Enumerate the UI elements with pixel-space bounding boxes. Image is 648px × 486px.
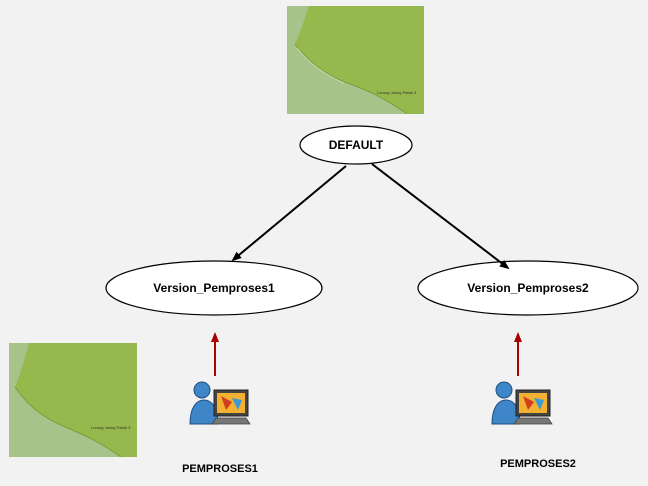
map-thumbnail-left: Lorong Jaring Patah 3 [9, 343, 137, 457]
user2-label: PEMPROSES2 [500, 458, 576, 470]
version1-node-ellipse [105, 260, 323, 316]
version1-node-label: Version_Pemproses1 [153, 281, 275, 295]
user1-label: PEMPROSES1 [182, 463, 258, 475]
user-at-computer-icon [490, 380, 554, 430]
default-node-label: DEFAULT [328, 138, 384, 152]
arrow-default-to-version2 [371, 163, 510, 270]
map-thumbnail-top: Lorong Jaring Patah 3 [287, 6, 424, 114]
default-node-ellipse [299, 125, 413, 165]
version2-node-label: Version_Pemproses2 [467, 281, 589, 295]
user-at-computer-icon [188, 380, 252, 430]
map-caption: Lorong Jaring Patah 3 [91, 425, 131, 430]
arrow-default-to-version1 [231, 165, 347, 262]
map-caption: Lorong Jaring Patah 3 [377, 90, 417, 95]
version2-node-ellipse [417, 260, 639, 316]
